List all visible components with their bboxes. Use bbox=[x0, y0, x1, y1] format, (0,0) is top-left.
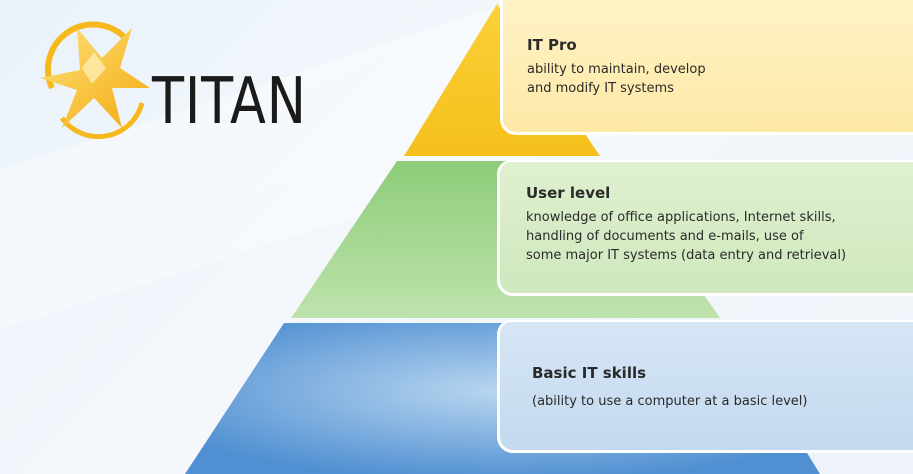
level-description: knowledge of office applications, Intern… bbox=[526, 210, 847, 263]
titan-logo-text: TITAN bbox=[152, 65, 307, 139]
level-card-it-pro: IT Pro ability to maintain, develop and … bbox=[500, 0, 913, 135]
level-description: ability to maintain, develop and modify … bbox=[527, 62, 706, 96]
level-description: (ability to use a computer at a basic le… bbox=[532, 394, 808, 409]
level-card-user-level: User level knowledge of office applicati… bbox=[497, 160, 913, 296]
level-title: User level bbox=[526, 184, 611, 202]
level-card-basic-it-skills: Basic IT skills (ability to use a comput… bbox=[497, 320, 913, 453]
titan-logo-icon bbox=[40, 21, 150, 140]
level-title: IT Pro bbox=[527, 36, 577, 54]
level-title: Basic IT skills bbox=[532, 364, 647, 382]
